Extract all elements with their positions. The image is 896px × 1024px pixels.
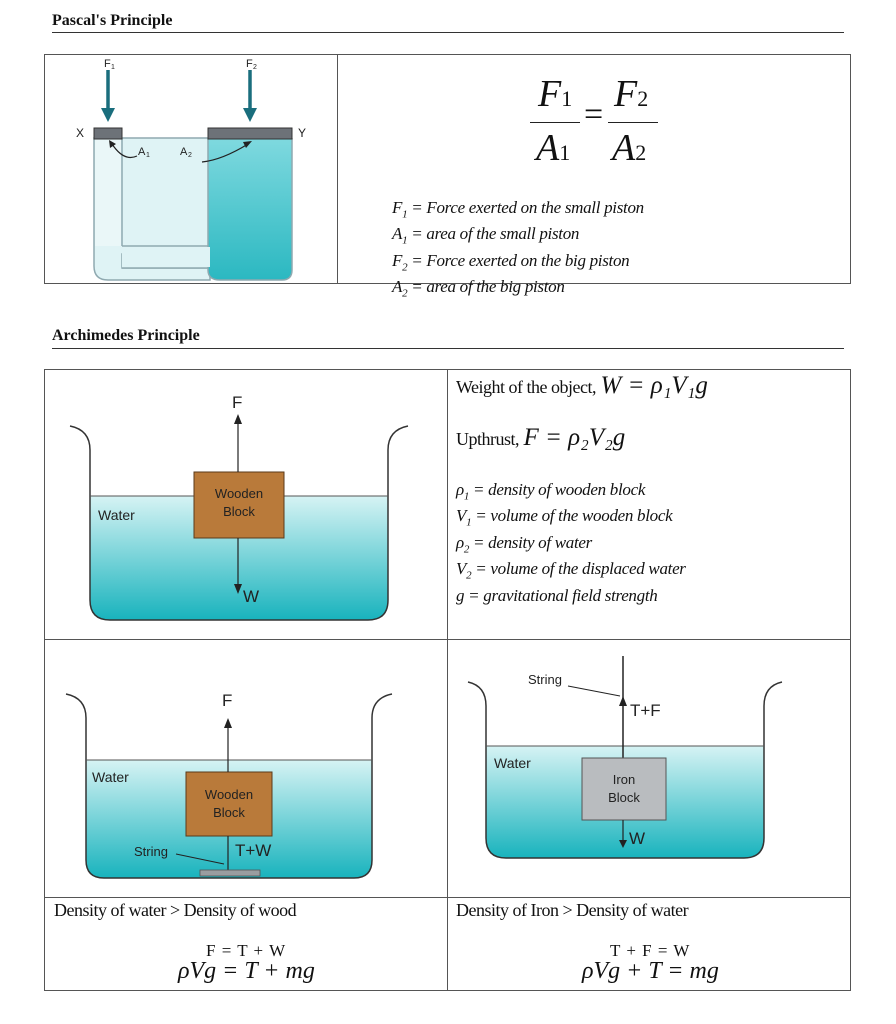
wooden-block: [193, 471, 285, 539]
force-arrow-f2: [243, 108, 257, 122]
definition-g: g = gravitational field strength: [456, 585, 658, 605]
formula-equals: =: [584, 96, 604, 133]
pascal-formula: F1 A1 = F2 A2: [530, 72, 660, 182]
left-equation-1: F = T + W: [206, 941, 287, 960]
archimedes-title-rule: [52, 348, 844, 349]
small-piston: [93, 127, 123, 140]
block-label-2: Block: [608, 790, 640, 805]
string-label: String: [528, 672, 562, 687]
archimedes-divider: [447, 369, 448, 991]
floating-block-diagram: F W Water Wooden Block: [69, 393, 409, 621]
formula-a1: A: [536, 127, 560, 169]
right-equation-1: T + F = W: [610, 941, 691, 960]
definition-f1: F1 = Force exerted on the small piston: [392, 198, 644, 221]
pascal-table: [44, 54, 851, 284]
upthrust-arrow: [224, 718, 232, 728]
definition-a1: A1 = area of the small piston: [392, 224, 580, 247]
pascal-divider: [337, 54, 338, 284]
block-label-1: Wooden: [205, 787, 253, 802]
definition-rho2: ρ2 = density of water: [456, 532, 592, 556]
force-f-label: F: [222, 691, 232, 710]
definition-v2: V2 = volume of the displaced water: [456, 559, 686, 582]
archimedes-row-divider-1: [44, 639, 851, 640]
weight-w-label: W: [629, 829, 645, 848]
right-equation-2: ρVg + T = mg: [582, 958, 719, 984]
wooden-block: [185, 771, 273, 837]
water-label: Water: [98, 507, 135, 523]
formula-f2: F: [614, 73, 638, 115]
svg-text:2: 2: [188, 152, 192, 159]
left-caption: Density of water > Density of wood: [54, 900, 297, 920]
left-equation-2: ρVg = T + mg: [178, 958, 315, 984]
large-cylinder: [207, 138, 293, 281]
definition-a2: A2 = area of the big piston: [392, 277, 565, 300]
definition-v1: V1 = volume of the wooden block: [456, 506, 673, 529]
tension-arrow: [619, 696, 627, 706]
block-label-1: Iron: [613, 772, 635, 787]
a1-label: A: [138, 146, 146, 158]
archimedes-row-divider-2: [44, 897, 851, 898]
tension-label: T+W: [235, 841, 271, 860]
f2-label: F: [246, 58, 253, 70]
block-label-2: Block: [213, 805, 245, 820]
pascal-definitions: F1 = Force exerted on the small piston A…: [392, 198, 832, 304]
upthrust-formula: F = ρ₂V₂g: [523, 424, 626, 451]
iron-block: [581, 757, 667, 821]
anchor: [199, 869, 261, 877]
upthrust-arrow: [234, 414, 242, 424]
tension-label: T+F: [630, 701, 661, 720]
right-caption: Density of Iron > Density of water: [456, 900, 689, 920]
a2-label: A: [180, 146, 188, 158]
water: [90, 496, 388, 620]
pascal-title-rule: [52, 32, 844, 33]
weight-w-label: W: [243, 587, 259, 606]
container: [69, 425, 409, 621]
upthrust-line: Upthrust, F = ρ₂V₂g: [456, 424, 626, 451]
weight-formula: W = ρ₁V₁g: [600, 372, 708, 399]
string-label: String: [134, 844, 168, 859]
svg-text:1: 1: [146, 152, 150, 159]
iron-block-diagram: String T+F Water Iron Block W: [467, 656, 783, 859]
force-f-label: F: [232, 393, 242, 412]
pascal-title: Pascal's Principle: [52, 12, 173, 29]
water-label: Water: [494, 755, 531, 771]
x-label: X: [76, 126, 84, 140]
archimedes-definitions: ρ1 = density of wooden block V1 = volume…: [456, 480, 846, 606]
tethered-block-diagram: F Water Wooden Block String T+W: [65, 691, 393, 879]
block-label-2: Block: [223, 504, 255, 519]
force-arrow-f1: [101, 108, 115, 122]
weight-arrow: [619, 840, 627, 848]
svg-text:1: 1: [111, 64, 115, 71]
container: [467, 681, 783, 859]
archimedes-title: Archimedes Principle: [52, 327, 200, 344]
container: [65, 693, 393, 879]
y-label: Y: [298, 126, 306, 140]
weight-line: Weight of the object, W = ρ₁V₁g: [456, 372, 708, 399]
f1-label: F: [104, 58, 111, 70]
definition-f2: F2 = Force exerted on the big piston: [392, 250, 630, 274]
formula-a2: A: [612, 127, 636, 169]
block-label-1: Wooden: [215, 486, 263, 501]
hydraulic-press-diagram: F 1 F 2 X Y A 1 A 2: [76, 58, 306, 281]
weight-arrow: [234, 584, 242, 594]
svg-text:2: 2: [253, 64, 257, 71]
water-label: Water: [92, 769, 129, 785]
large-piston: [207, 127, 293, 140]
definition-rho1: ρ1 = density of wooden block: [456, 480, 646, 503]
formula-f1: F: [538, 73, 562, 115]
